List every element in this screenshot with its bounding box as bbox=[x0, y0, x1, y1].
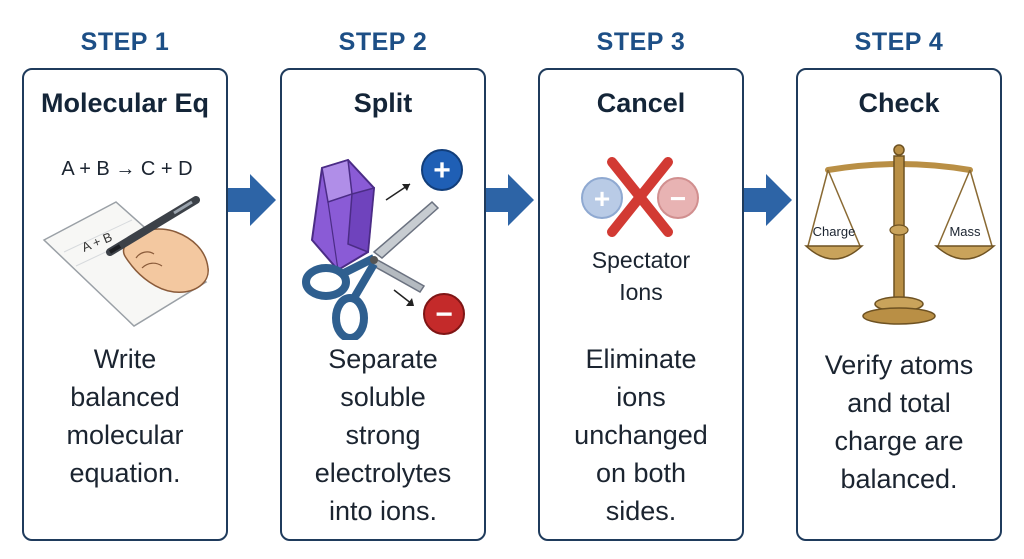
step-4-title: Check bbox=[858, 88, 940, 118]
step-1-title: Molecular Eq bbox=[40, 88, 210, 118]
step-3-card: Cancel + − Spectator Ions Eliminate ions… bbox=[538, 68, 744, 541]
desc-line: into ions. bbox=[328, 496, 438, 526]
step-1-description: Write balanced molecular equation. bbox=[24, 340, 226, 492]
flow-arrow-icon bbox=[744, 174, 792, 226]
step-4-label: STEP 4 bbox=[854, 28, 944, 56]
desc-line: charge are bbox=[834, 426, 964, 456]
caption-line-1: Spectator bbox=[592, 247, 691, 273]
desc-line: strong bbox=[345, 420, 421, 450]
faded-cation-icon bbox=[581, 177, 623, 219]
desc-line: soluble bbox=[340, 382, 426, 412]
step-2-card: Split + − Separate soluble bbox=[280, 68, 486, 541]
step-3-description: Eliminate ions unchanged on both sides. bbox=[540, 340, 742, 530]
flow-arrow-icon bbox=[228, 174, 276, 226]
right-pan-label: Mass bbox=[949, 224, 981, 239]
step-2-title: Split bbox=[353, 88, 413, 118]
step-2-description: Separate soluble strong electrolytes int… bbox=[282, 340, 484, 530]
desc-line: balanced bbox=[70, 382, 180, 412]
desc-line: and total bbox=[847, 388, 951, 418]
step-4-card: Check Charge Mass Verify atoms and total… bbox=[796, 68, 1002, 541]
faded-anion-icon bbox=[657, 177, 699, 219]
flow-arrow-icon bbox=[486, 174, 534, 226]
faded-anion-symbol: − bbox=[670, 183, 686, 214]
desc-line: molecular bbox=[66, 420, 184, 450]
desc-line: unchanged bbox=[574, 420, 708, 450]
desc-line: electrolytes bbox=[314, 458, 452, 488]
step-3-title: Cancel bbox=[596, 88, 686, 118]
split-illustration: + − bbox=[302, 149, 465, 340]
step-3-label: STEP 3 bbox=[596, 28, 686, 56]
scissors-icon bbox=[302, 200, 440, 340]
cation-symbol: + bbox=[433, 154, 451, 187]
anion-icon bbox=[423, 293, 465, 335]
faded-cation-symbol: + bbox=[594, 183, 610, 214]
cation-icon bbox=[421, 149, 463, 191]
desc-line: Eliminate bbox=[585, 344, 697, 374]
anion-symbol: − bbox=[435, 298, 453, 331]
step-1-card: Molecular Eq A + B → C + D A + B Write b… bbox=[22, 68, 228, 541]
desc-line: sides. bbox=[605, 496, 677, 526]
crystal-icon bbox=[310, 158, 376, 272]
desc-line: Verify atoms bbox=[824, 350, 974, 380]
equation-text: A + B → C + D bbox=[61, 158, 192, 180]
desc-line: Write bbox=[93, 344, 157, 374]
desc-line: ions bbox=[616, 382, 666, 412]
caption-line-2: Ions bbox=[619, 279, 662, 305]
step-4-description: Verify atoms and total charge are balanc… bbox=[798, 346, 1000, 498]
desc-line: balanced. bbox=[840, 464, 958, 494]
balance-scale-icon: Charge Mass bbox=[804, 144, 996, 325]
cancel-cross-icon bbox=[607, 157, 673, 237]
hand-writing-icon: A + B → C + D A + B bbox=[42, 158, 209, 327]
step-1-label: STEP 1 bbox=[80, 28, 170, 56]
cancel-illustration: + − Spectator Ions bbox=[581, 157, 699, 305]
step-2-label: STEP 2 bbox=[338, 28, 428, 56]
desc-line: on both bbox=[595, 458, 687, 488]
desc-line: Separate bbox=[328, 344, 438, 374]
desc-line: equation. bbox=[69, 458, 181, 488]
left-pan-label: Charge bbox=[813, 224, 856, 239]
